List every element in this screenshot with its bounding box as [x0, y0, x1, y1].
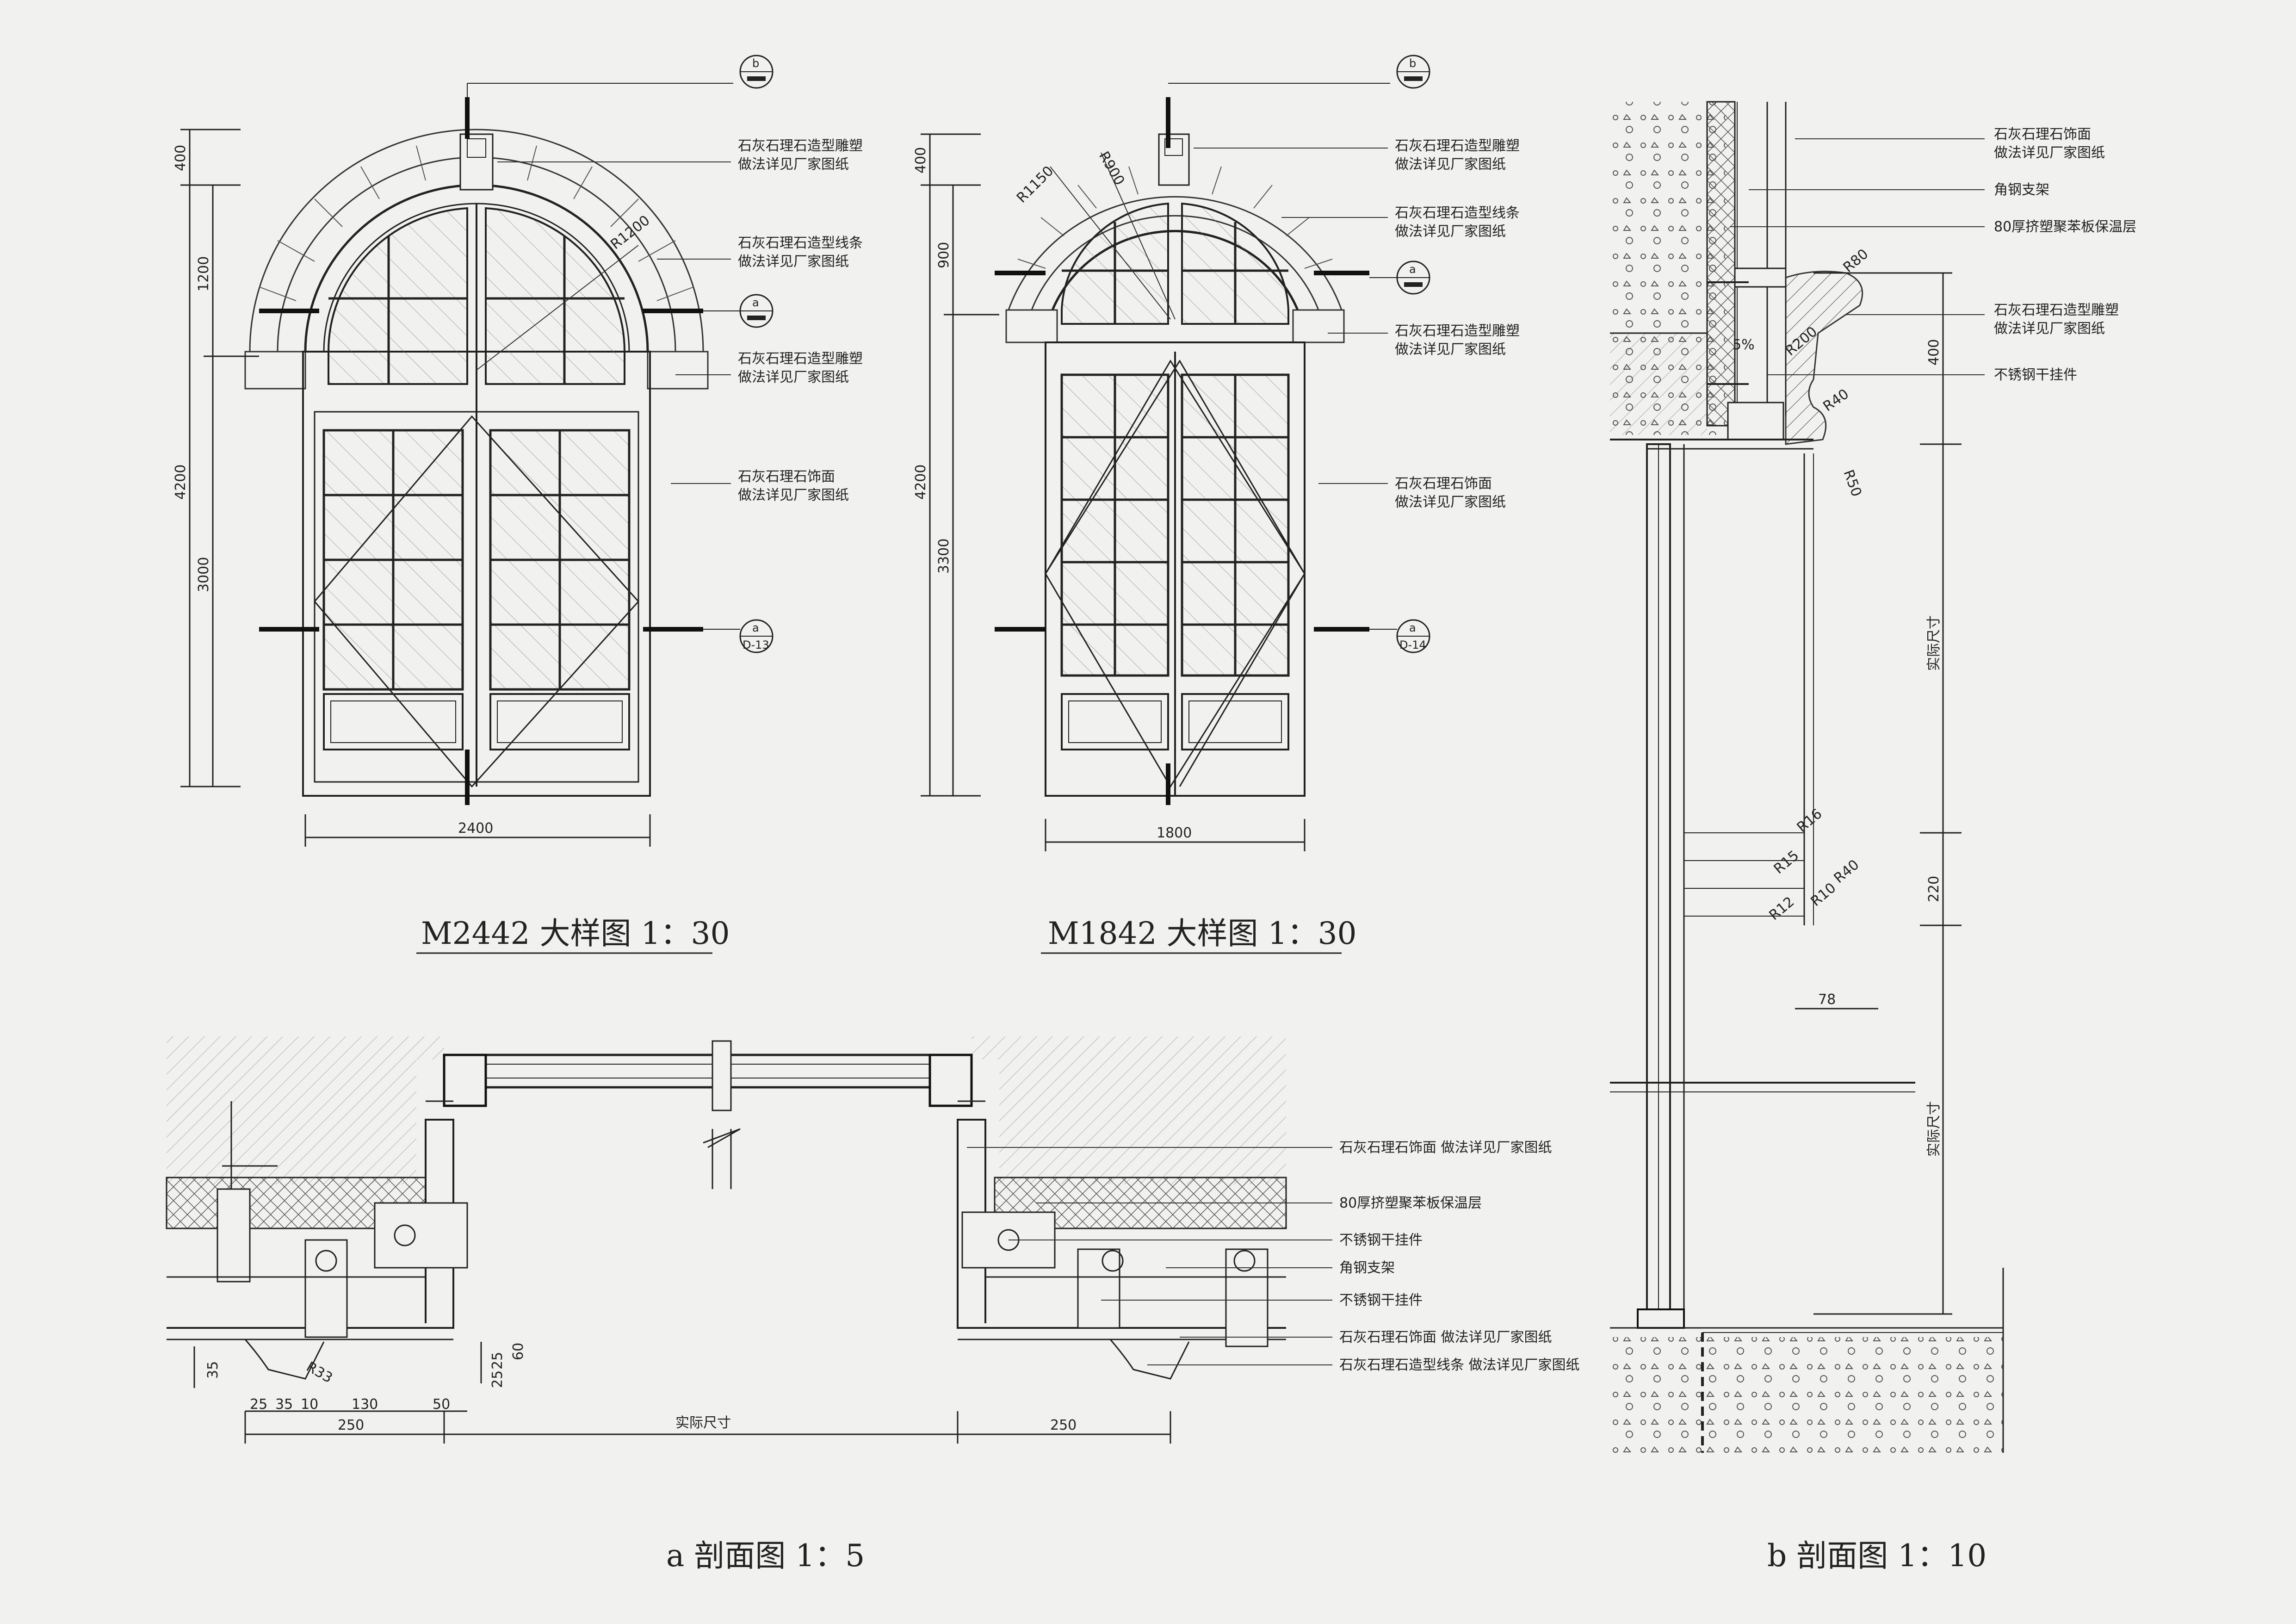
section-tag-a-detail-1: a D-13 — [703, 619, 774, 653]
note-a-facing-2: 石灰石理石饰面 做法详见厂家图纸 — [1339, 1329, 1552, 1345]
svg-text:a: a — [752, 621, 759, 634]
dim-400-b: 400 — [913, 147, 929, 174]
section-b-drawing: R80 R200 R40 R50 5% 400 实际尺寸 220 R16 R15… — [1610, 101, 2136, 1574]
note-b-angle: 角钢支架 — [1994, 182, 2049, 198]
dim-50: 50 — [433, 1396, 450, 1413]
dim-25c: 25 — [489, 1370, 506, 1388]
svg-text:b: b — [752, 57, 759, 70]
door-elevation-m1842: R1150 R900 400 900 3300 4200 1800 石灰石理石造… — [913, 55, 1520, 954]
note-facing-1: 石灰石理石饰面做法详见厂家图纸 — [738, 469, 849, 503]
section-tag-a-detail-2: a D-14 — [1369, 619, 1430, 653]
dim-r15: R15 — [1771, 847, 1802, 877]
section-tag-b-2: b — [1168, 55, 1430, 89]
svg-text:a: a — [752, 296, 759, 309]
note-moulding-2: 石灰石理石造型线条做法详见厂家图纸 — [1395, 205, 1520, 240]
section-a-drawing: 25 35 10 130 50 250 实际尺寸 250 35 R33 60 2… — [166, 1036, 1580, 1574]
dim-r40a: R40 — [1820, 386, 1852, 415]
note-b-facing: 石灰石理石饰面做法详见厂家图纸 — [1994, 126, 2105, 161]
dim-4200-b: 4200 — [913, 465, 929, 500]
dim-400: 400 — [173, 145, 189, 171]
dim-slope: 5% — [1733, 337, 1755, 353]
dim-130: 130 — [352, 1396, 378, 1413]
dim-r12: R12 — [1766, 893, 1798, 924]
title-section-b: b 剖面图 1：10 — [1767, 1538, 1987, 1574]
dim-r33: R33 — [303, 1359, 335, 1387]
dim-35b: 35 — [205, 1361, 221, 1379]
dim-1800: 1800 — [1157, 825, 1192, 841]
dim-400-b-sec: 400 — [1926, 339, 1942, 366]
dim-60: 60 — [510, 1343, 526, 1360]
section-tag-a-1: a — [703, 294, 774, 328]
radius-r900: R900 — [1095, 149, 1127, 188]
note-b-anchor: 不锈钢干挂件 — [1994, 367, 2077, 383]
note-a-anchor-2: 不锈钢干挂件 — [1339, 1292, 1423, 1308]
dim-actual-b2: 实际尺寸 — [1926, 1101, 1942, 1157]
note-facing-2: 石灰石理石饰面做法详见厂家图纸 — [1395, 476, 1506, 510]
dim-1200: 1200 — [196, 256, 212, 291]
note-a-moulding: 石灰石理石造型线条 做法详见厂家图纸 — [1339, 1357, 1580, 1373]
dim-4200: 4200 — [173, 465, 189, 500]
dim-3300: 3300 — [936, 539, 952, 574]
dim-35a: 35 — [275, 1396, 293, 1413]
dim-250-right: 250 — [1050, 1417, 1077, 1433]
door-elevation-m2442: R1200 400 1200 3000 4200 2400 石灰石理石造型雕塑做 — [173, 55, 863, 954]
dim-actual-a: 实际尺寸 — [675, 1415, 731, 1431]
note-a-angle: 角钢支架 — [1339, 1260, 1395, 1276]
dim-actual-b1: 实际尺寸 — [1926, 615, 1942, 671]
note-b-sculpture: 石灰石理石造型雕塑做法详见厂家图纸 — [1994, 302, 2119, 337]
svg-text:a: a — [1409, 621, 1416, 634]
radius-label: R1200 — [607, 212, 653, 253]
dim-25a: 25 — [250, 1396, 267, 1413]
dim-r50: R50 — [1840, 468, 1864, 499]
svg-text:a: a — [1409, 263, 1416, 276]
dim-900: 900 — [936, 242, 952, 268]
dim-3000: 3000 — [196, 557, 212, 592]
dim-r10: R10 — [1808, 880, 1839, 910]
dim-78: 78 — [1818, 992, 1836, 1008]
title-section-a: a 剖面图 1：5 — [666, 1538, 865, 1574]
section-tag-a-2: a — [1369, 260, 1430, 295]
svg-text:D-13: D-13 — [743, 638, 769, 651]
dim-220: 220 — [1926, 876, 1942, 902]
title-m1842: M1842 大样图 1：30 — [1048, 916, 1356, 951]
radius-r1150: R1150 — [1014, 163, 1057, 206]
dim-2400: 2400 — [458, 820, 493, 837]
note-sculpture-4: 石灰石理石造型雕塑做法详见厂家图纸 — [1395, 323, 1520, 358]
note-a-insulation: 80厚挤塑聚苯板保温层 — [1339, 1195, 1482, 1211]
note-a-anchor-1: 不锈钢干挂件 — [1339, 1232, 1423, 1248]
note-a-facing: 石灰石理石饰面 做法详见厂家图纸 — [1339, 1140, 1552, 1156]
section-tag-b-1: b — [467, 55, 774, 97]
note-sculpture-3: 石灰石理石造型雕塑做法详见厂家图纸 — [1395, 138, 1520, 173]
note-sculpture-2: 石灰石理石造型雕塑做法详见厂家图纸 — [738, 351, 863, 385]
svg-text:D-14: D-14 — [1399, 638, 1426, 651]
dim-r40b: R40 — [1831, 856, 1863, 886]
svg-text:b: b — [1409, 57, 1416, 70]
title-m2442: M2442 大样图 1：30 — [421, 916, 730, 951]
dim-25b: 25 — [489, 1352, 506, 1370]
dim-10a: 10 — [301, 1396, 318, 1413]
dim-r80: R80 — [1840, 246, 1872, 276]
dim-r16: R16 — [1794, 806, 1826, 836]
note-b-insulation: 80厚挤塑聚苯板保温层 — [1994, 219, 2136, 235]
note-sculpture-1: 石灰石理石造型雕塑做法详见厂家图纸 — [738, 138, 863, 173]
dim-250-left: 250 — [338, 1417, 364, 1433]
note-moulding-1: 石灰石理石造型线条做法详见厂家图纸 — [738, 235, 863, 270]
